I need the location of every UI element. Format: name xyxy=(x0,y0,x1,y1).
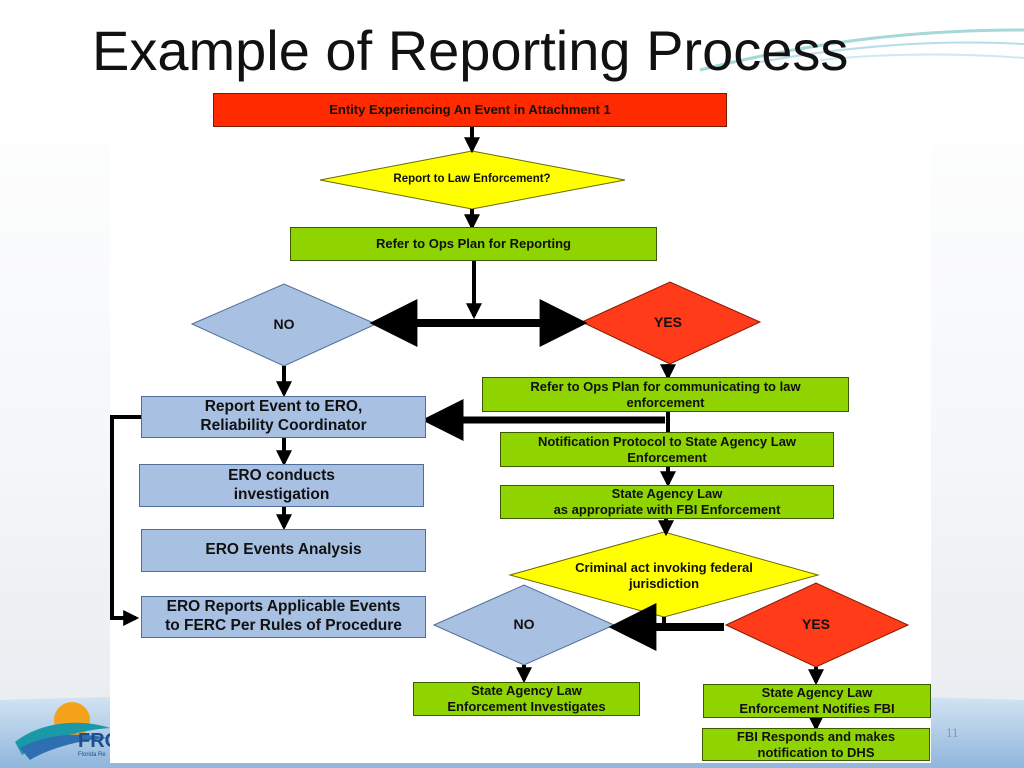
logo-text: FRC xyxy=(78,730,120,752)
fbi-responds-box: FBI Responds and makes notification to D… xyxy=(702,728,930,761)
ero-investigation-box: ERO conducts investigation xyxy=(139,464,424,507)
decision-no-2-label: NO xyxy=(513,615,535,632)
report-event-line-2: Reliability Coordinator xyxy=(200,417,367,434)
decision-no-1-label: NO xyxy=(273,315,295,332)
decision-yes-2-label: YES xyxy=(801,615,830,632)
decision-yes-1-label: YES xyxy=(653,313,682,330)
ero-investigation-line-1: ERO conducts xyxy=(228,466,335,484)
decision-yes-1-diamond xyxy=(580,281,762,365)
state-investigates-box: State Agency Law Enforcement Investigate… xyxy=(413,682,640,716)
notification-protocol-box: Notification Protocol to State Agency La… xyxy=(500,432,834,467)
report-event-line-1: Report Event to ERO, xyxy=(204,398,363,416)
frc-logo-icon xyxy=(15,702,110,760)
decision-criminal-label: Criminal act invoking federal jurisdicti… xyxy=(575,560,753,591)
ero-reports-box: ERO Reports Applicable Events to FERC Pe… xyxy=(141,596,426,638)
state-agency-fbi-line-2: as appropriate with FBI Enforcement xyxy=(553,502,781,517)
state-agency-fbi-line-1: State Agency Law xyxy=(611,486,723,502)
connector-report-to-ferc xyxy=(110,415,141,626)
refer-ops-plan-box: Refer to Ops Plan for Reporting xyxy=(290,227,657,261)
report-event-box: Report Event to ERO, Reliability Coordin… xyxy=(141,396,426,438)
refer-ops-plan-law-box: Refer to Ops Plan for communicating to l… xyxy=(482,377,849,412)
slide-title: Example of Reporting Process xyxy=(92,19,849,82)
ero-reports-line-1: ERO Reports Applicable Events xyxy=(166,598,401,616)
ero-analysis-box: ERO Events Analysis xyxy=(141,529,426,572)
logo-subtitle: Florida Re xyxy=(78,752,106,758)
state-notifies-fbi-box: State Agency Law Enforcement Notifies FB… xyxy=(703,684,931,718)
state-agency-fbi-box: State Agency Law as appropriate with FBI… xyxy=(500,485,834,519)
decision-yes-2-diamond xyxy=(724,582,910,668)
ero-reports-line-2: to FERC Per Rules of Procedure xyxy=(165,617,402,634)
slide-number: 11 xyxy=(946,725,959,740)
start-box: Entity Experiencing An Event in Attachme… xyxy=(213,93,727,127)
decision-law-enforcement-label: Report to Law Enforcement? xyxy=(393,173,551,186)
ero-investigation-line-2: investigation xyxy=(233,485,330,503)
decision-law-enforcement-diamond xyxy=(319,150,626,210)
